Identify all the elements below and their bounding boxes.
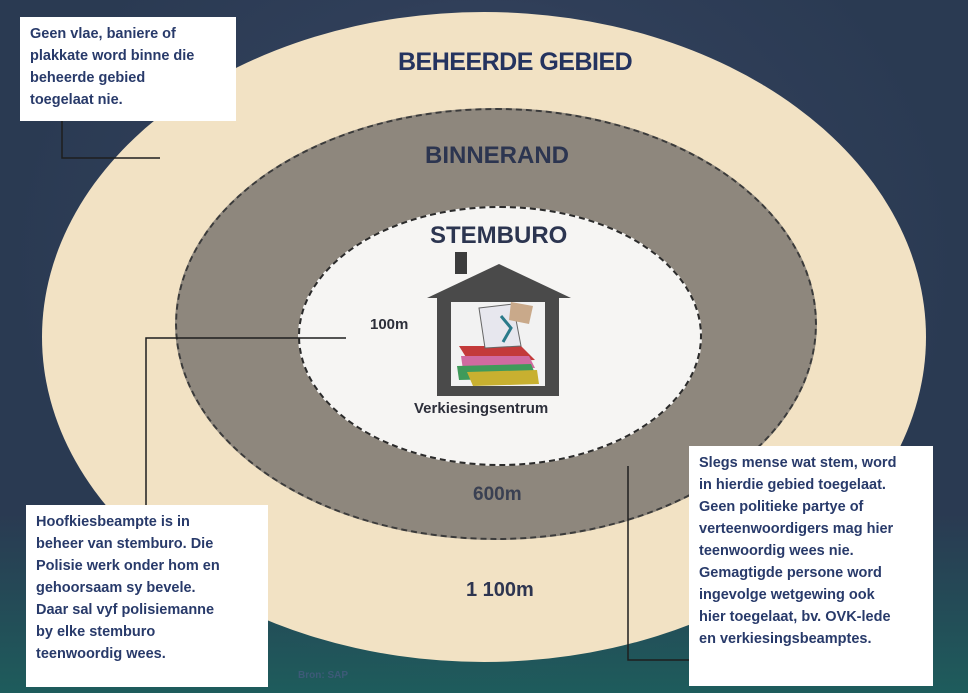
polling-station-house-icon — [427, 252, 571, 396]
voters-only-note-text: Slegs mense wat stem, word in hierdie ge… — [699, 455, 897, 647]
flags-banners-note-text: Geen vlae, baniere of plakkate word binn… — [30, 26, 195, 108]
connector-bottom-left — [145, 337, 346, 505]
ballot-box-icon — [457, 302, 539, 386]
controlled-area-title: BEHEERDE GEBIED — [398, 48, 633, 76]
source-credit: Bron: SAP — [298, 670, 348, 681]
outer-distance-label: 1 100m — [466, 579, 534, 601]
inner-distance-label: 100m — [370, 316, 409, 333]
connector-top-left — [61, 121, 160, 159]
inner-perimeter-title: BINNERAND — [425, 142, 569, 169]
presiding-officer-note: Hoofkiesbeampte is in beheer van stembur… — [26, 505, 268, 687]
flags-banners-note: Geen vlae, baniere of plakkate word binn… — [20, 17, 236, 121]
middle-distance-label: 600m — [473, 484, 522, 505]
presiding-officer-note-text: Hoofkiesbeampte is in beheer van stembur… — [36, 514, 220, 662]
voters-only-note: Slegs mense wat stem, word in hierdie ge… — [689, 446, 933, 686]
connector-bottom-right — [627, 466, 689, 661]
polling-station-title: STEMBURO — [430, 222, 568, 249]
building-caption: Verkiesingsentrum — [414, 400, 549, 417]
